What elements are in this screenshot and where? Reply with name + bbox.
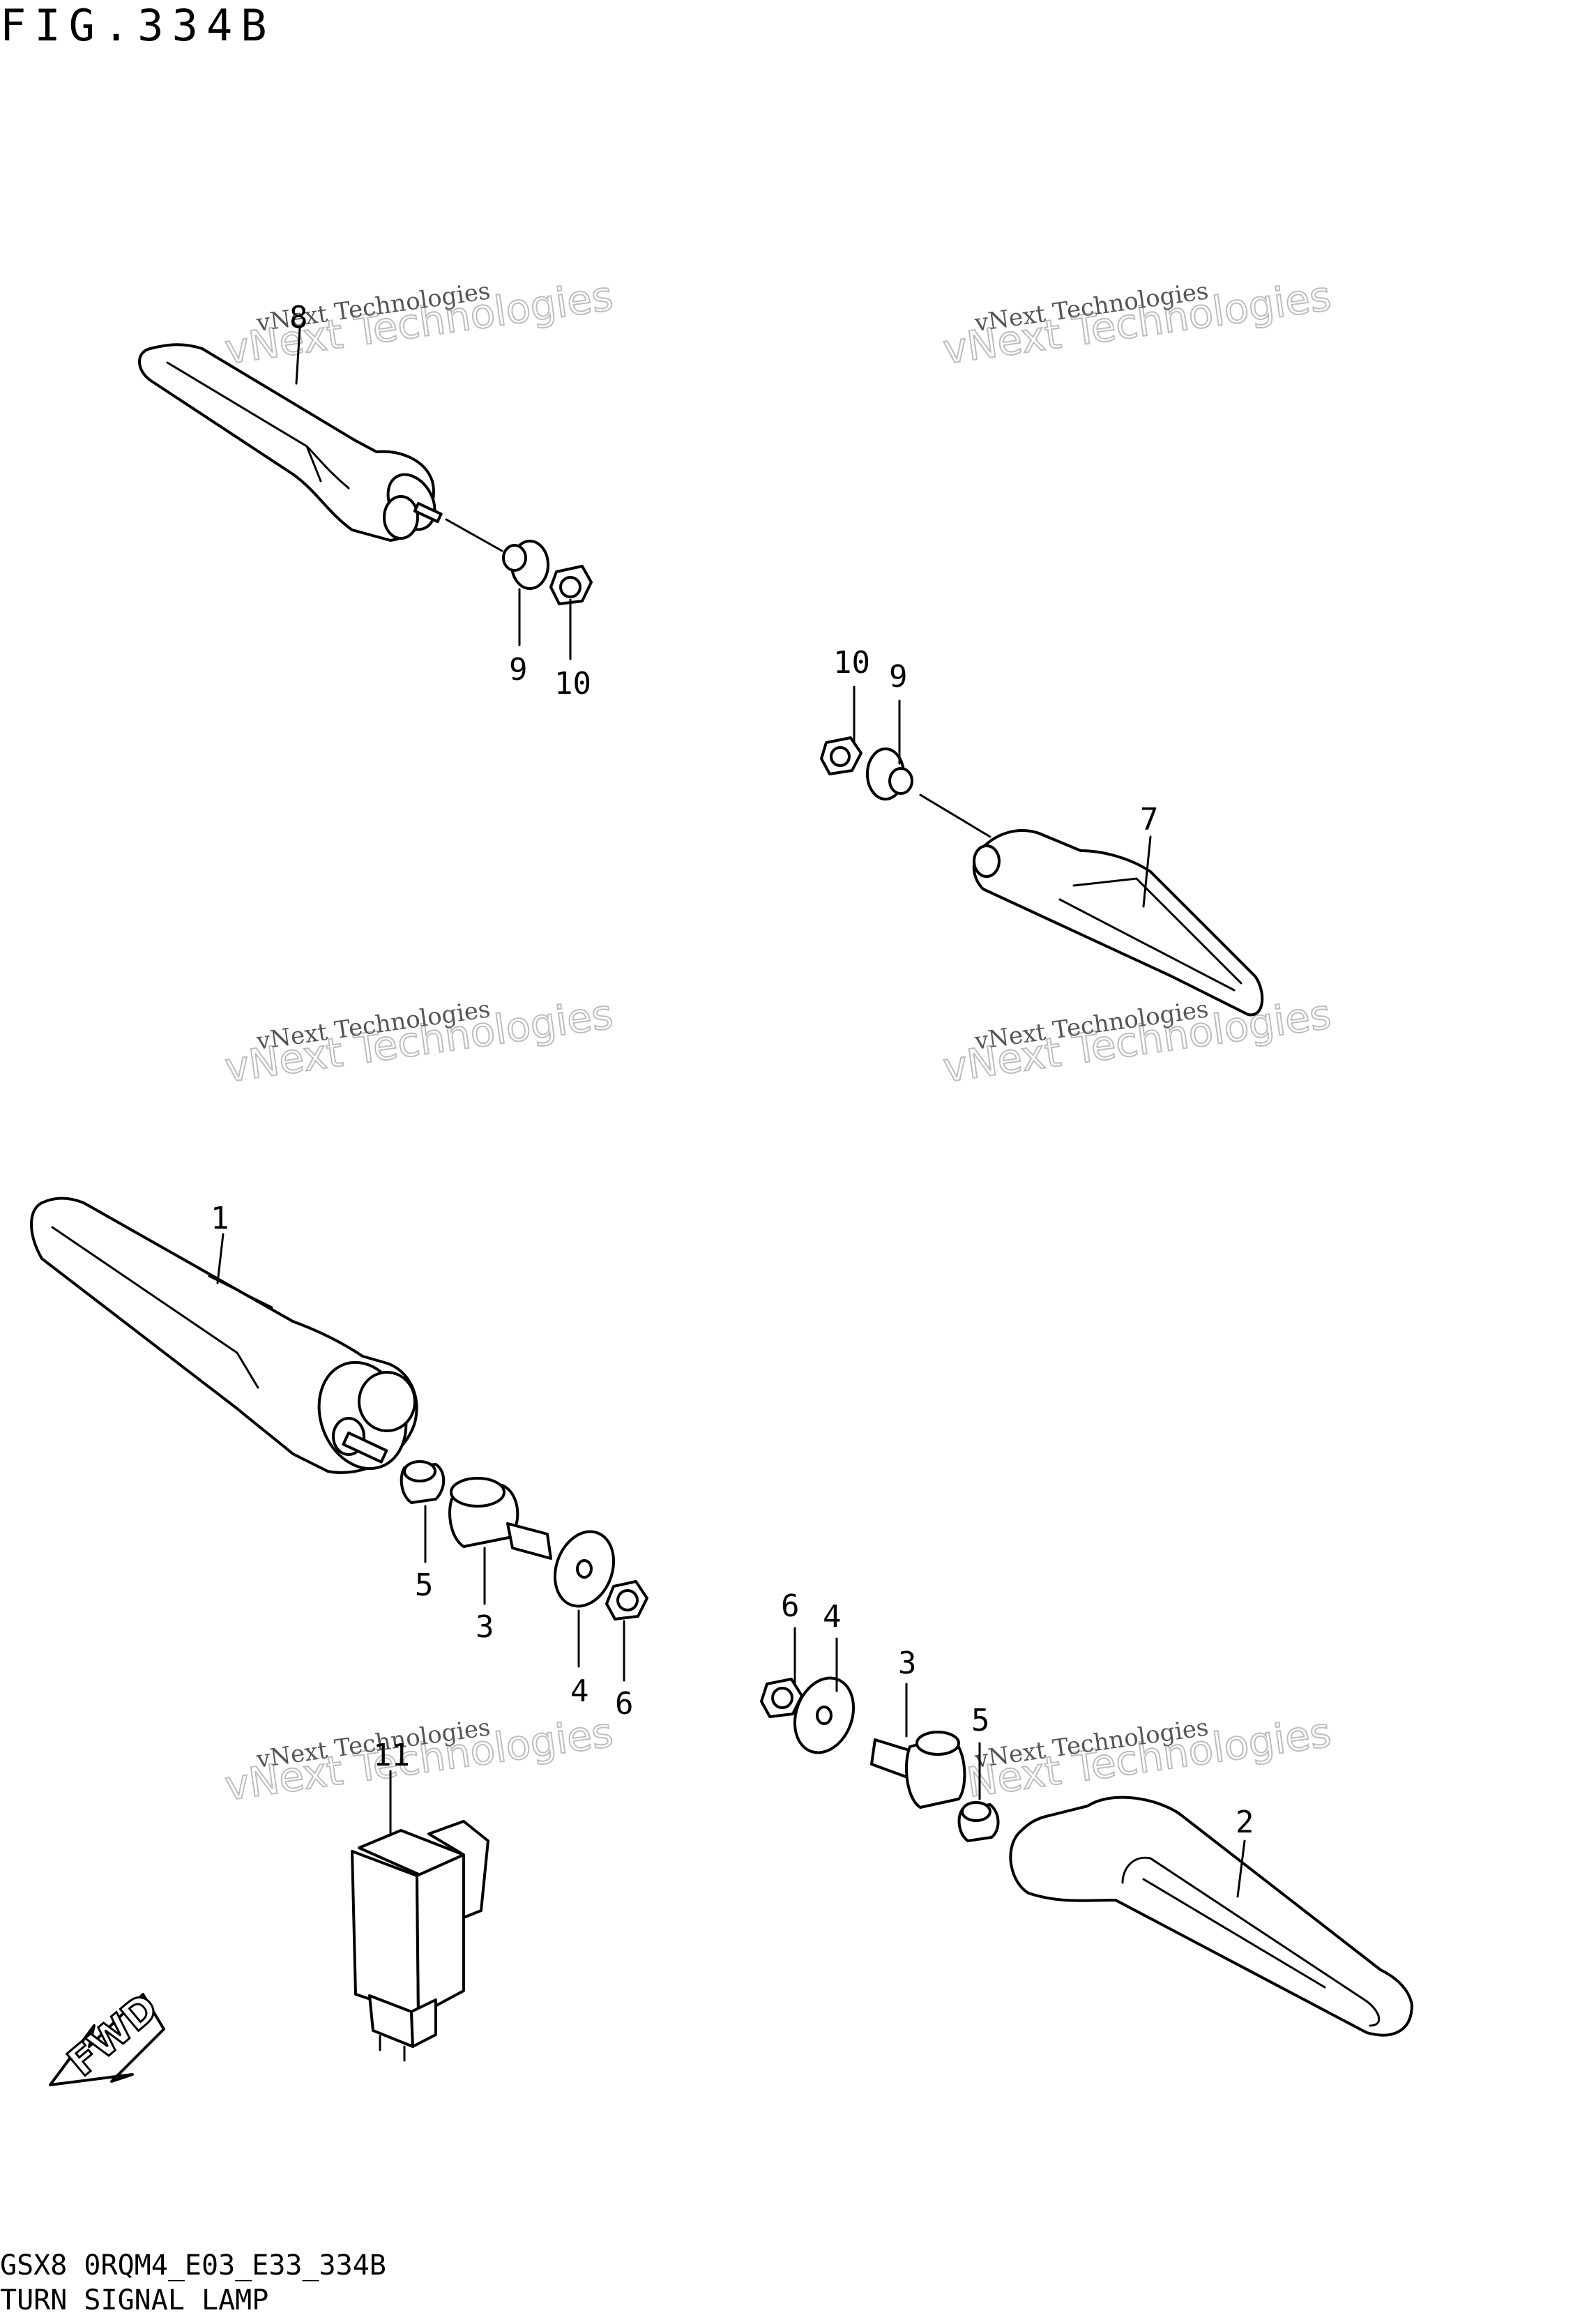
callout-10: 10 — [833, 645, 870, 681]
spacer-5-left — [400, 1460, 446, 1504]
callout-6: 6 — [615, 1686, 634, 1722]
callout-5: 5 — [971, 1703, 990, 1738]
nut-6-left — [605, 1580, 648, 1620]
nut-6-right — [760, 1678, 803, 1718]
callout-6: 6 — [781, 1588, 800, 1624]
spacer-5-right — [957, 1801, 1000, 1842]
watermark: vNext Technologies vNext Technologies — [940, 989, 1335, 1092]
callout-9: 9 — [509, 652, 528, 688]
forward-direction-arrow: FWD — [49, 1984, 168, 2086]
callout-11: 11 — [373, 1738, 410, 1773]
turn-signal-lamp-1 — [30, 1197, 418, 1474]
nut-10-top — [549, 565, 593, 605]
washer-9-top — [502, 540, 549, 590]
turn-signal-lamp-7 — [972, 829, 1264, 1017]
callout-4: 4 — [570, 1673, 589, 1709]
callout-10: 10 — [554, 666, 591, 701]
collar-3-right — [870, 1731, 966, 1809]
callout-5: 5 — [415, 1568, 434, 1603]
collar-3-left — [448, 1477, 552, 1560]
watermark: vNext Technologies vNext Technologies — [940, 1708, 1335, 1810]
figure-code: GSX8 0RQM4_E03_E33_334B — [0, 2249, 386, 2282]
callout-7: 7 — [1140, 802, 1159, 837]
callout-3: 3 — [476, 1609, 494, 1645]
figure-title: FIG.334B — [0, 0, 275, 51]
turn-signal-lamp-2 — [1009, 1796, 1413, 2037]
callout-2: 2 — [1236, 1805, 1254, 1840]
watermark: vNext Technologies vNext Technologies — [940, 271, 1335, 374]
callout-8: 8 — [289, 300, 308, 335]
callout-1: 1 — [211, 1201, 229, 1236]
watermark: vNext Technologies vNext Technologies — [222, 989, 616, 1092]
washer-4-right — [793, 1676, 856, 1754]
callout-9: 9 — [889, 659, 908, 694]
figure-name: TURN SIGNAL LAMP — [0, 2284, 268, 2315]
turn-signal-lamp-8 — [138, 343, 443, 542]
washer-4-left — [553, 1530, 616, 1608]
nut-10-mid — [820, 736, 862, 775]
watermark: vNext Technologies vNext Technologies — [222, 271, 616, 374]
callout-4: 4 — [823, 1599, 842, 1634]
washer-9-mid — [866, 747, 913, 800]
turn-signal-relay-11 — [351, 1820, 489, 2062]
watermark: vNext Technologies vNext Technologies — [222, 1708, 616, 1810]
callout-3: 3 — [898, 1646, 917, 1681]
